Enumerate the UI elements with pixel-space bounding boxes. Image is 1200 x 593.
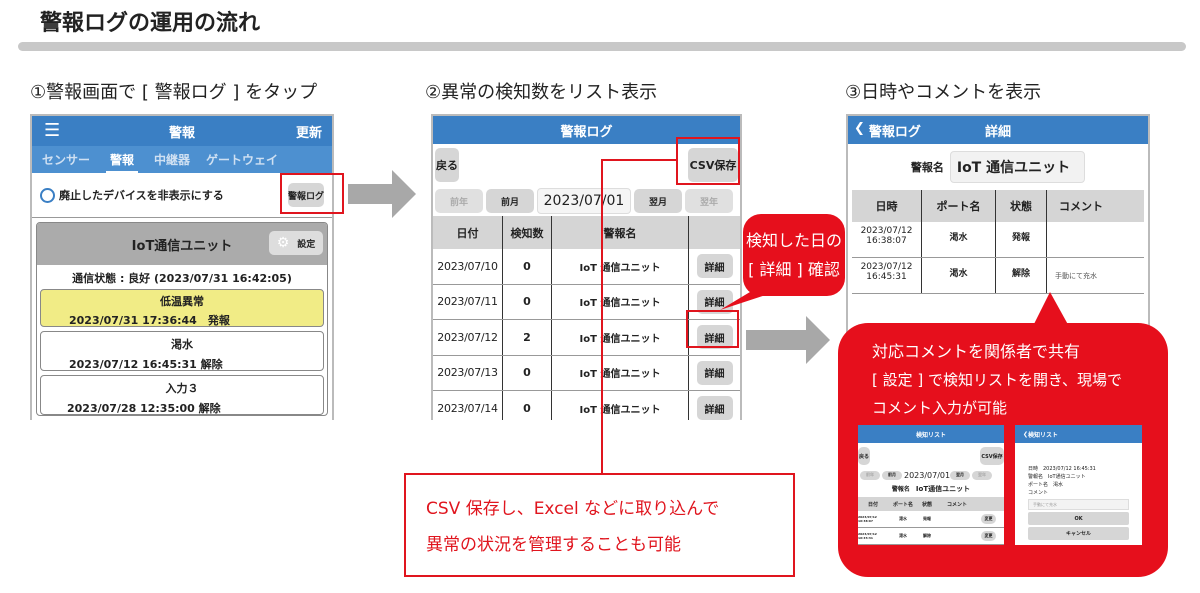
detail-button[interactable]: 詳細: [696, 325, 733, 350]
menu-icon[interactable]: ☰: [44, 120, 61, 141]
step-3-heading: ③日時やコメントを表示: [845, 82, 1042, 103]
comment-input[interactable]: 手動にて充水: [1028, 499, 1129, 510]
header-title: 警報ログ: [433, 116, 740, 144]
date-field[interactable]: 2023/07/01: [537, 188, 631, 214]
tab-relay[interactable]: 中継器: [154, 153, 191, 167]
callout-bubble: [720, 214, 845, 310]
step-2-heading: ②異常の検知数をリスト表示: [425, 82, 658, 103]
comment-cell: [1047, 222, 1144, 257]
chevron-left-icon: ❮: [854, 121, 865, 136]
back-link[interactable]: ❮ 検知リスト: [1015, 425, 1142, 443]
connector-line: [601, 159, 677, 161]
csv-note-box: CSV 保存し、Excel などに取り込んで異常の状況を管理することも可能: [404, 473, 795, 577]
hide-label: 廃止したデバイスを非表示にする: [59, 189, 224, 202]
step-1-heading: ①警報画面で [ 警報ログ ] をタップ: [30, 82, 318, 103]
detail-button[interactable]: 詳細: [696, 360, 733, 385]
tab-gateway[interactable]: ゲートウェイ: [206, 153, 279, 167]
ok-button[interactable]: OK: [1028, 512, 1129, 525]
next-month-button[interactable]: 翌月: [634, 189, 682, 213]
prev-month-button[interactable]: 前月: [486, 189, 534, 213]
edit-button[interactable]: 変更: [981, 531, 996, 541]
cancel-button[interactable]: キャンセル: [1028, 527, 1129, 540]
tab-sensor[interactable]: センサー: [42, 153, 91, 167]
comment-cell: 手動にて充水: [1055, 271, 1097, 280]
comm-status: 通信状態 : 良好 (2023/07/31 16:42:05): [72, 272, 292, 285]
prev-year-button[interactable]: 前年: [435, 189, 483, 213]
connector-line: [601, 159, 603, 473]
arrow-right-icon: [746, 316, 830, 364]
csv-save-button[interactable]: CSV保存: [980, 447, 1004, 465]
refresh-button[interactable]: 更新: [295, 126, 322, 141]
detail-button[interactable]: 詳細: [696, 289, 733, 314]
header-title: 詳細: [984, 124, 1011, 140]
detail-button[interactable]: 詳細: [696, 254, 733, 279]
gear-icon: ⚙: [276, 235, 290, 251]
alarm-log-screen: 警報ログ 戻る CSV保存 前年 前月 2023/07/01 翌月 翌年 日付 …: [431, 114, 742, 420]
table-header: 日付 検知数 警報名: [433, 216, 740, 249]
device-name: IoT通信ユニット: [131, 238, 233, 254]
detail-button[interactable]: 詳細: [696, 396, 733, 420]
table-header: 日時 ポート名 状態 コメント: [852, 190, 1144, 222]
detail-screen: ❮警報ログ 詳細 警報名 IoT 通信ユニット 日時 ポート名 状態 コメント …: [846, 114, 1150, 344]
edit-button[interactable]: 変更: [981, 514, 996, 524]
csv-highlight-box: [676, 137, 740, 185]
tab-alarm[interactable]: 警報: [106, 146, 139, 173]
csv-save-button[interactable]: CSV保存: [688, 148, 738, 182]
settings-button[interactable]: ⚙設定: [269, 231, 323, 255]
device-card: IoT通信ユニット ⚙設定 通信状態 : 良好 (2023/07/31 16:4…: [36, 222, 328, 416]
name-value: IoT 通信ユニット: [949, 151, 1086, 183]
detection-list-thumbnail: 検知リスト 戻る CSV保存 前年前月 2023/07/01 翌月翌年 警報名 …: [858, 425, 1004, 545]
name-label: 警報名: [910, 161, 944, 174]
back-button[interactable]: 戻る: [858, 447, 870, 465]
callout-text: 検知した日の[ 詳細 ] 確認: [745, 231, 842, 279]
highlight-box: [280, 173, 344, 214]
next-year-button[interactable]: 翌年: [685, 189, 733, 213]
hide-radio[interactable]: [40, 187, 55, 203]
header-title: 警報: [168, 125, 195, 141]
back-button[interactable]: 戻る: [435, 148, 459, 182]
page-title: 警報ログの運用の流れ: [40, 11, 261, 36]
title-underline: [18, 42, 1186, 51]
back-link[interactable]: ❮警報ログ: [854, 121, 921, 140]
alarm-screen: ☰ 警報 更新 センサー 警報 中継器 ゲートウェイ 廃止したデバイスを非表示に…: [30, 114, 334, 420]
detail-highlight-box: [686, 310, 739, 348]
alarm-log-button[interactable]: 警報ログ: [288, 183, 324, 207]
arrow-right-icon: [348, 170, 416, 218]
callout-text: 対応コメントを関係者で共有[ 設定 ] で検知リストを開き、現場でコメント入力が…: [872, 342, 1122, 417]
